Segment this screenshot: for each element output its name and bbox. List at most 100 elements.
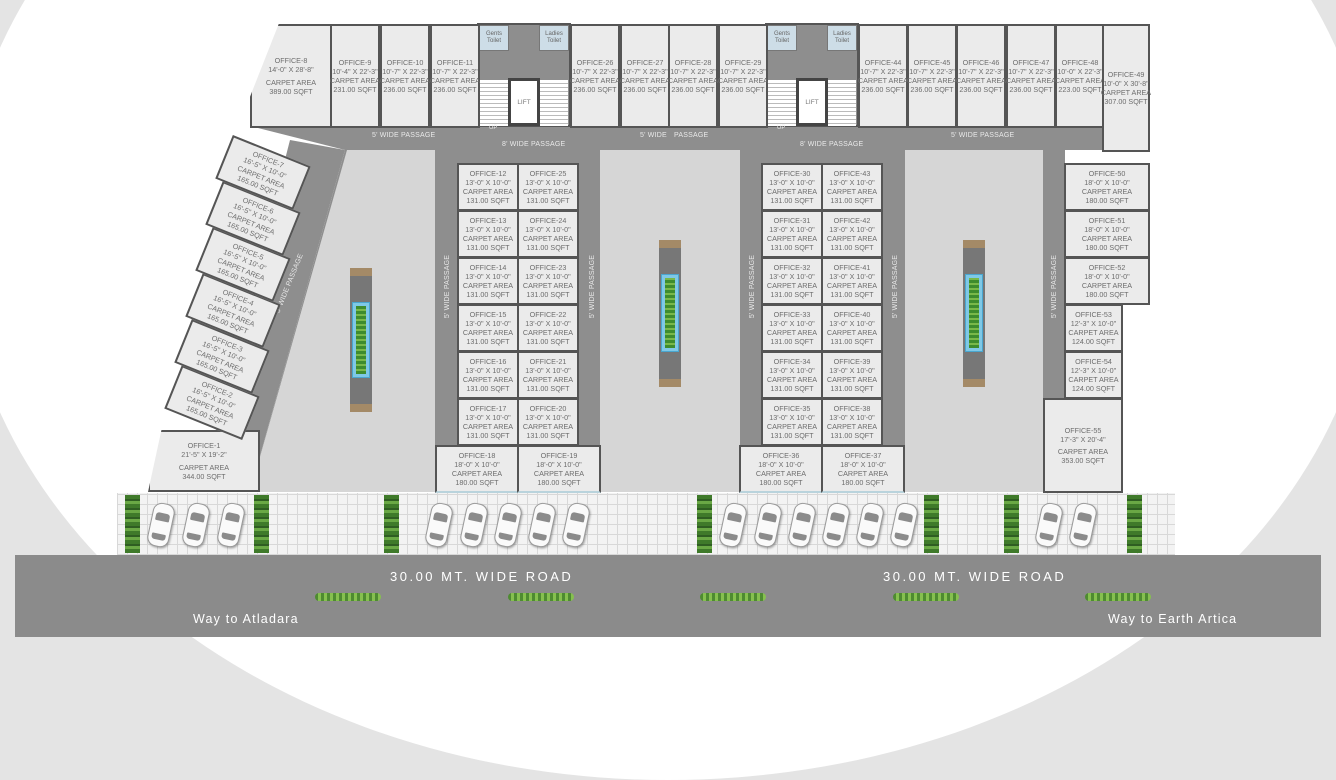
office-area: 131.00 SQFT <box>526 196 570 206</box>
way-right-label: Way to Earth Artica <box>1108 612 1238 626</box>
office-dimensions: 13'-0" X 10'-0" <box>465 271 511 281</box>
office-dimensions: 21'-5" X 19'-2" <box>181 450 227 460</box>
carpet-area-label: CARPET AREA <box>955 76 1007 85</box>
office-dimensions: 10'-0" X 30'-8" <box>1103 78 1149 88</box>
office-dimensions: 10'-7" X 22'-3" <box>909 66 955 76</box>
planter <box>963 240 985 387</box>
carpet-area-label: CARPET AREA <box>329 76 381 85</box>
office-area: 236.00 SQFT <box>573 85 617 95</box>
office-dimensions: 10'-7" X 22'-3" <box>860 66 906 76</box>
office-name: OFFICE-26 <box>576 57 614 67</box>
carpet-area-label: CARPET AREA <box>462 281 514 290</box>
carpet-area-label: CARPET AREA <box>766 328 818 337</box>
passage-label: 5' WIDE PASSAGE <box>372 132 436 139</box>
carpet-area-label: CARPET AREA <box>1081 187 1133 196</box>
office-name: OFFICE-49 <box>1107 69 1145 79</box>
office-dimensions: 10'-7" X 22'-3" <box>1008 66 1054 76</box>
carpet-area-label: CARPET AREA <box>429 76 481 85</box>
office-dimensions: 13'-0" X 10'-0" <box>525 412 571 422</box>
office-name: OFFICE-22 <box>529 309 567 319</box>
office-name: OFFICE-14 <box>469 262 507 272</box>
office-area: 180.00 SQFT <box>537 478 581 488</box>
office-area: 131.00 SQFT <box>830 196 874 206</box>
office-area: 131.00 SQFT <box>830 384 874 394</box>
plant-strip <box>384 495 399 553</box>
plant-strip <box>1127 495 1142 553</box>
office-name: OFFICE-1 <box>187 441 221 451</box>
office-area: 180.00 SQFT <box>1085 196 1129 206</box>
office-dimensions: 13'-0" X 10'-0" <box>829 224 875 234</box>
office-area: 236.00 SQFT <box>1009 85 1053 95</box>
office-name: OFFICE-39 <box>833 356 871 366</box>
staircase <box>480 80 508 126</box>
office-dimensions: 13'-0" X 10'-0" <box>829 365 875 375</box>
hedge <box>700 593 766 601</box>
office-name: OFFICE-10 <box>386 57 424 67</box>
office-name: OFFICE-19 <box>540 450 578 460</box>
office-dimensions: 13'-0" X 10'-0" <box>465 412 511 422</box>
carpet-area-label: CARPET AREA <box>569 76 621 85</box>
hedge <box>315 593 381 601</box>
office-area: 353.00 SQFT <box>1061 456 1105 466</box>
office-area: 231.00 SQFT <box>333 85 377 95</box>
carpet-area-label: CARPET AREA <box>462 422 514 431</box>
office-name: OFFICE-13 <box>469 215 507 225</box>
carpet-area-label: CARPET AREA <box>826 422 878 431</box>
office-dimensions: 10'-7" X 22'-3" <box>622 66 668 76</box>
office-area: 131.00 SQFT <box>830 337 874 347</box>
office-name: OFFICE-38 <box>833 403 871 413</box>
carpet-area-label: CARPET AREA <box>837 469 889 478</box>
carpet-area-label: CARPET AREA <box>522 281 574 290</box>
office-name: OFFICE-17 <box>469 403 507 413</box>
courtyard-1 <box>250 150 435 492</box>
carpet-area-label: CARPET AREA <box>1081 234 1133 243</box>
office-name: OFFICE-23 <box>529 262 567 272</box>
office-area: 131.00 SQFT <box>466 290 510 300</box>
office-dimensions: 13'-0" X 10'-0" <box>829 318 875 328</box>
office-dimensions: 13'-0" X 10'-0" <box>465 177 511 187</box>
passage-label: 5' WIDE PASSAGE <box>589 254 597 319</box>
plant-strip <box>1004 495 1019 553</box>
office-name: OFFICE-35 <box>773 403 811 413</box>
office-name: OFFICE-9 <box>338 57 372 67</box>
office-area: 131.00 SQFT <box>830 290 874 300</box>
office-name: OFFICE-41 <box>833 262 871 272</box>
office-area: 131.00 SQFT <box>770 243 814 253</box>
road-label: 30.00 MT. WIDE ROAD <box>390 569 574 584</box>
office-dimensions: 10'-0" X 22'-3" <box>1057 66 1103 76</box>
office-name: OFFICE-44 <box>864 57 902 67</box>
hedge <box>1085 593 1151 601</box>
office-area: 236.00 SQFT <box>910 85 954 95</box>
carpet-area-label: CARPET AREA <box>857 76 909 85</box>
office-dimensions: 13'-0" X 10'-0" <box>769 318 815 328</box>
carpet-area-label: CARPET AREA <box>755 469 807 478</box>
carpet-area-label: CARPET AREA <box>1100 88 1152 97</box>
office-area: 131.00 SQFT <box>466 384 510 394</box>
carpet-area-label: CARPET AREA <box>717 76 769 85</box>
carpet-area-label: CARPET AREA <box>826 328 878 337</box>
office-area: 236.00 SQFT <box>623 85 667 95</box>
office-dimensions: 13'-0" X 10'-0" <box>769 177 815 187</box>
office-name: OFFICE-15 <box>469 309 507 319</box>
carpet-area-label: CARPET AREA <box>462 234 514 243</box>
carpet-area-label: CARPET AREA <box>766 187 818 196</box>
carpet-area-label: CARPET AREA <box>826 281 878 290</box>
office-area: 180.00 SQFT <box>759 478 803 488</box>
carpet-area-label: CARPET AREA <box>766 422 818 431</box>
passage-label: 5' WIDE PASSAGE <box>951 132 1015 139</box>
office-dimensions: 18'-0" X 10'-0" <box>454 459 500 469</box>
